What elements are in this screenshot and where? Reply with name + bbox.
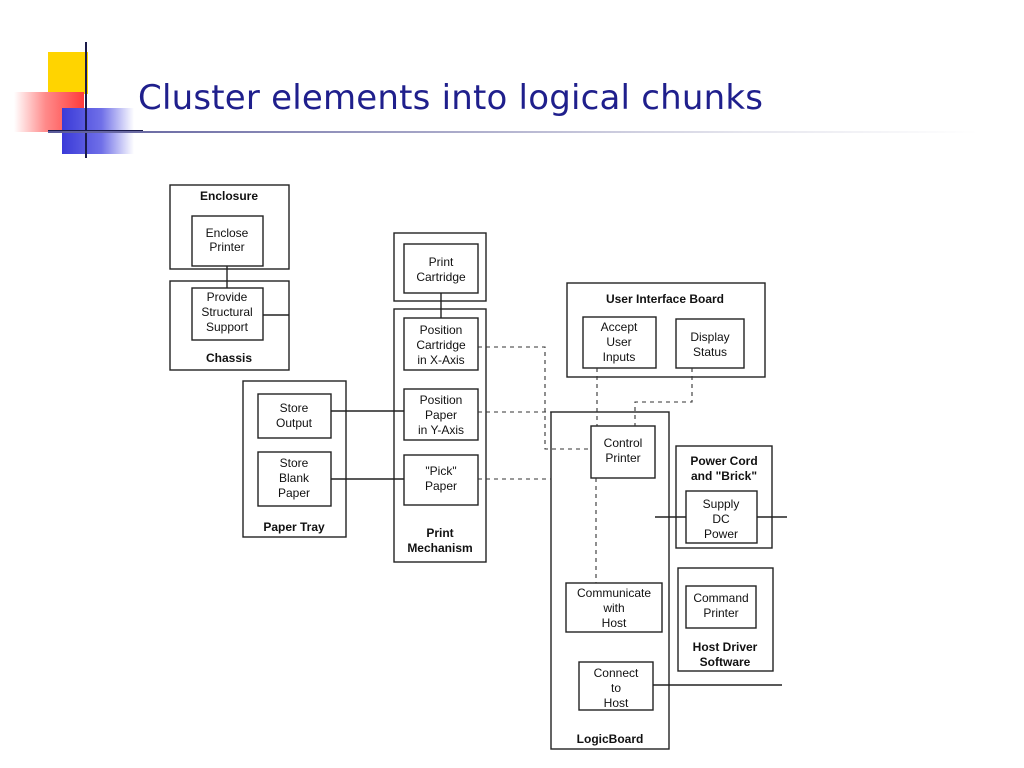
text-control-printer-2: Printer xyxy=(605,451,640,465)
text-supply-dc-1: Supply xyxy=(703,497,740,511)
text-pick-paper-1: "Pick" xyxy=(425,464,456,478)
group-logic-board xyxy=(550,411,670,750)
text-control-printer-1: Control xyxy=(604,436,643,450)
element-display-status xyxy=(675,318,745,369)
label-power-cord-1: Power Cord xyxy=(690,454,757,468)
text-supply-dc-3: Power xyxy=(704,527,738,541)
group-enclosure xyxy=(169,184,290,270)
text-store-blank-2: Blank xyxy=(279,471,310,485)
group-power-cord xyxy=(675,445,773,549)
text-support-2: Structural xyxy=(201,305,252,319)
text-position-cartridge-1: Position xyxy=(420,323,463,337)
element-accept-user-inputs xyxy=(582,316,657,369)
group-paper-tray xyxy=(242,380,347,538)
label-host-driver-1: Host Driver xyxy=(693,640,758,654)
text-enclose-printer-2: Printer xyxy=(209,240,244,254)
text-store-output-2: Output xyxy=(276,416,313,430)
text-communicate-2: with xyxy=(602,601,624,615)
text-print-cartridge-1: Print xyxy=(429,255,454,269)
element-store-output xyxy=(257,393,332,439)
text-connect-host-2: to xyxy=(611,681,621,695)
text-display-status-1: Display xyxy=(690,330,729,344)
text-command-printer-1: Command xyxy=(693,591,748,605)
label-logic-board: LogicBoard xyxy=(577,732,644,746)
text-store-output-1: Store xyxy=(280,401,309,415)
text-communicate-1: Communicate xyxy=(577,586,651,600)
label-power-cord-2: and "Brick" xyxy=(691,469,757,483)
group-print-mechanism xyxy=(393,308,487,563)
text-print-cartridge-2: Cartridge xyxy=(416,270,466,284)
text-position-paper-1: Position xyxy=(420,393,463,407)
link-position-cartridge-to-control xyxy=(478,346,591,450)
group-chassis xyxy=(169,280,290,371)
label-paper-tray: Paper Tray xyxy=(263,520,325,534)
text-accept-inputs-3: Inputs xyxy=(603,350,636,364)
text-display-status-2: Status xyxy=(693,345,727,359)
text-pick-paper-2: Paper xyxy=(425,479,457,493)
text-connect-host-3: Host xyxy=(604,696,629,710)
text-support-3: Support xyxy=(206,320,249,334)
text-connect-host-1: Connect xyxy=(594,666,639,680)
label-print-mechanism-1: Print xyxy=(426,526,453,540)
element-command-printer xyxy=(685,585,757,629)
element-control-printer xyxy=(590,425,656,479)
text-position-cartridge-2: Cartridge xyxy=(416,338,466,352)
element-pick-paper xyxy=(403,454,479,506)
slide-title: Cluster elements into logical chunks xyxy=(138,78,764,118)
text-enclose-printer-1: Enclose xyxy=(206,226,249,240)
label-chassis: Chassis xyxy=(206,351,252,365)
text-position-cartridge-3: in X-Axis xyxy=(417,353,464,367)
title-underline xyxy=(48,131,978,133)
ornament-vertical-line xyxy=(85,42,87,158)
text-store-blank-1: Store xyxy=(280,456,309,470)
text-accept-inputs-2: User xyxy=(606,335,631,349)
text-accept-inputs-1: Accept xyxy=(601,320,638,334)
text-position-paper-2: Paper xyxy=(425,408,457,422)
text-position-paper-3: in Y-Axis xyxy=(418,423,464,437)
element-position-paper xyxy=(403,388,479,441)
text-communicate-3: Host xyxy=(602,616,627,630)
label-user-interface-board: User Interface Board xyxy=(606,292,724,306)
label-enclosure: Enclosure xyxy=(200,189,258,203)
text-support-1: Provide xyxy=(207,290,248,304)
ornament-yellow-square xyxy=(48,52,88,94)
label-host-driver-2: Software xyxy=(700,655,751,669)
text-store-blank-3: Paper xyxy=(278,486,310,500)
group-user-interface-board xyxy=(566,282,766,378)
text-command-printer-2: Printer xyxy=(703,606,738,620)
group-print-cartridge xyxy=(393,232,487,302)
element-connect-to-host xyxy=(578,661,654,711)
link-display-to-control xyxy=(634,368,693,426)
group-host-driver xyxy=(677,567,774,672)
label-print-mechanism-2: Mechanism xyxy=(407,541,472,555)
element-communicate-with-host xyxy=(565,582,663,633)
text-supply-dc-2: DC xyxy=(712,512,730,526)
